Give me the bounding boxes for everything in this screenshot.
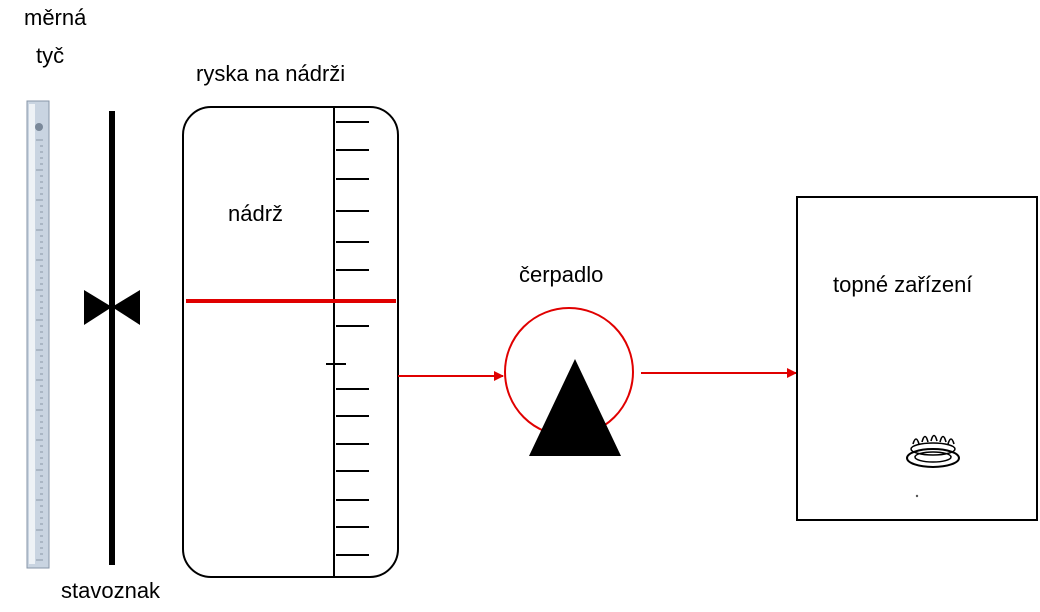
tank	[182, 106, 399, 578]
pump	[504, 307, 634, 456]
measuring-rod-label-line1: měrná	[24, 5, 87, 30]
heating-device-label: topné zařízení	[833, 272, 973, 297]
tank-scale-ticks	[336, 121, 369, 556]
tank-mark-label: ryska na nádrži	[196, 61, 346, 86]
level-gauge-label: stavoznak	[61, 578, 161, 603]
heating-device	[796, 196, 1038, 521]
measuring-rod-label-line2: tyč	[36, 43, 65, 68]
tank-label: nádrž	[228, 201, 284, 226]
triangle-icon	[529, 359, 621, 456]
measuring-rod	[26, 100, 50, 569]
level-gauge	[84, 111, 140, 565]
bowtie-valve-icon	[84, 290, 112, 325]
pump-label: čerpadlo	[519, 262, 604, 287]
gas-burner-icon	[906, 434, 960, 468]
